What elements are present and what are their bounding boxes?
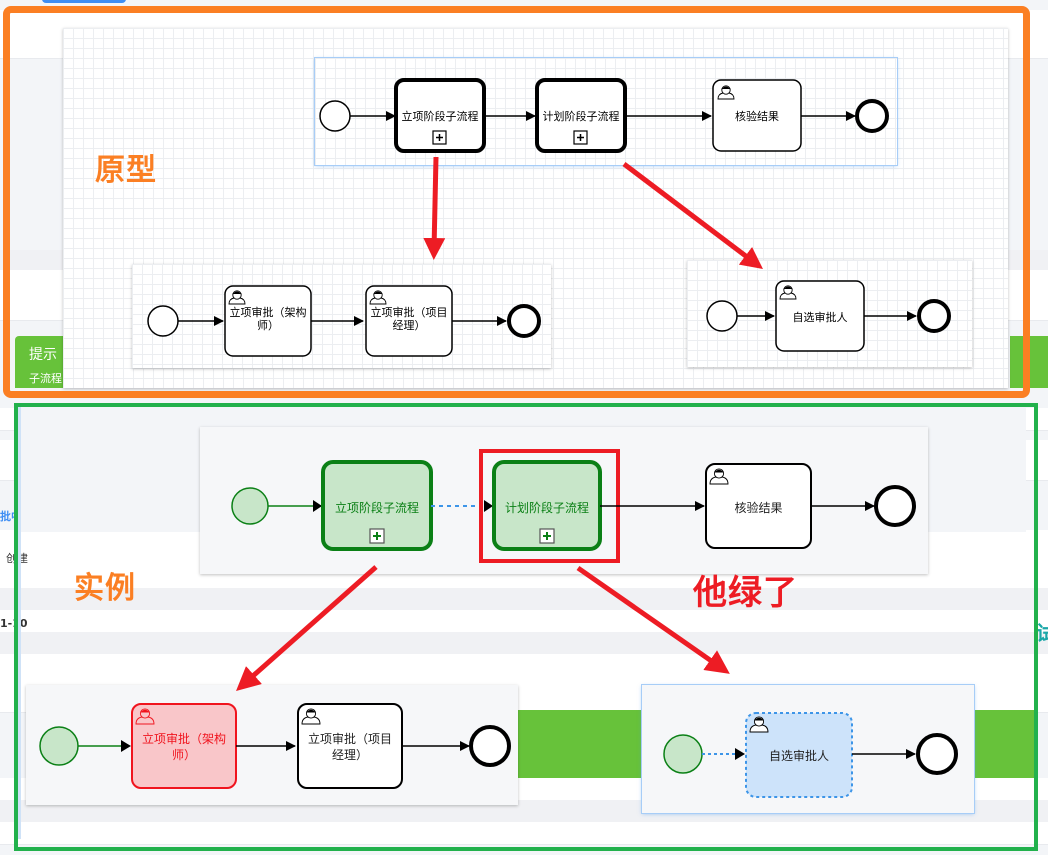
annotation-arrow bbox=[576, 565, 730, 674]
prototype-label: 原型 bbox=[95, 153, 157, 188]
end-event[interactable] bbox=[916, 733, 958, 775]
hint-subtitle: 子流程 bbox=[29, 372, 62, 385]
prototype-main-diagram bbox=[319, 78, 889, 153]
flow-arrowhead bbox=[313, 500, 322, 512]
task-label-line: 师） bbox=[171, 748, 196, 762]
background-tab bbox=[42, 0, 126, 3]
hint-title: 提示 bbox=[29, 347, 57, 363]
task-label-line: 师） bbox=[257, 319, 279, 332]
subprocess-label: 立项阶段子流程 bbox=[334, 501, 419, 515]
task-label-line: 经理） bbox=[392, 319, 426, 332]
background-stripe bbox=[0, 588, 1048, 610]
task-label: 立项审批（项目 经理） bbox=[366, 306, 452, 332]
task-label-line: 立项审批（项目 bbox=[307, 732, 392, 746]
end-event[interactable] bbox=[855, 99, 889, 133]
background-row bbox=[0, 822, 1048, 845]
plus-icon bbox=[543, 532, 551, 540]
flow-arrowhead bbox=[121, 740, 131, 752]
task-label: 立项审批（架构 师） bbox=[225, 306, 311, 332]
task-label-line: 立项审批（项目 bbox=[370, 306, 448, 319]
end-event[interactable] bbox=[507, 304, 541, 338]
right-fragment: 试 bbox=[1036, 621, 1048, 645]
task-label: 核验结果 bbox=[735, 110, 779, 123]
instance-diagram bbox=[39, 449, 958, 798]
prototype-detail-diagram bbox=[147, 156, 951, 357]
background-stripe bbox=[0, 632, 1048, 654]
instance-container bbox=[18, 407, 1029, 839]
user-icon bbox=[779, 285, 797, 300]
user-icon bbox=[135, 708, 155, 725]
task-label: 自选审批人 bbox=[792, 311, 848, 324]
task-label-line: 经理） bbox=[331, 748, 368, 762]
prototype-subprocess-1-detail bbox=[132, 264, 551, 368]
task-label: 立项审批（架构 师） bbox=[132, 731, 236, 763]
note-label: 他绿了 bbox=[693, 573, 798, 613]
end-event[interactable] bbox=[917, 299, 951, 333]
user-icon bbox=[228, 290, 246, 305]
subprocess-label: 立项阶段子流程 bbox=[401, 110, 479, 123]
end-event[interactable] bbox=[874, 485, 916, 527]
instance-subprocess-1-detail bbox=[26, 685, 518, 805]
task-label: 核验结果 bbox=[734, 501, 783, 515]
user-icon bbox=[709, 468, 729, 485]
prototype-frame bbox=[3, 6, 1030, 398]
task-label-line: 立项审批（架构 bbox=[141, 732, 226, 746]
flow-arrowhead bbox=[484, 500, 493, 512]
plus-icon bbox=[577, 134, 584, 141]
instance-frame bbox=[14, 403, 1038, 851]
annotation-arrow bbox=[423, 156, 446, 260]
user-icon bbox=[717, 85, 735, 100]
user-icon bbox=[369, 290, 387, 305]
end-event[interactable] bbox=[469, 725, 511, 767]
subprocess-label: 计划阶段子流程 bbox=[504, 501, 589, 515]
task-label: 自选审批人 bbox=[768, 749, 829, 763]
instance-label: 实例 bbox=[74, 571, 136, 606]
user-icon bbox=[301, 708, 321, 725]
task-label: 立项审批（项目 经理） bbox=[298, 731, 402, 763]
subprocess-label: 计划阶段子流程 bbox=[542, 110, 620, 123]
plus-icon bbox=[436, 134, 443, 141]
task-label-line: 立项审批（架构 bbox=[229, 306, 307, 319]
user-icon bbox=[749, 716, 769, 733]
flow-arrowhead bbox=[735, 748, 745, 760]
annotation-arrow bbox=[622, 162, 763, 270]
annotation-arrow bbox=[236, 565, 378, 691]
plus-icon bbox=[373, 532, 381, 540]
user-task-node-active[interactable] bbox=[745, 712, 853, 798]
